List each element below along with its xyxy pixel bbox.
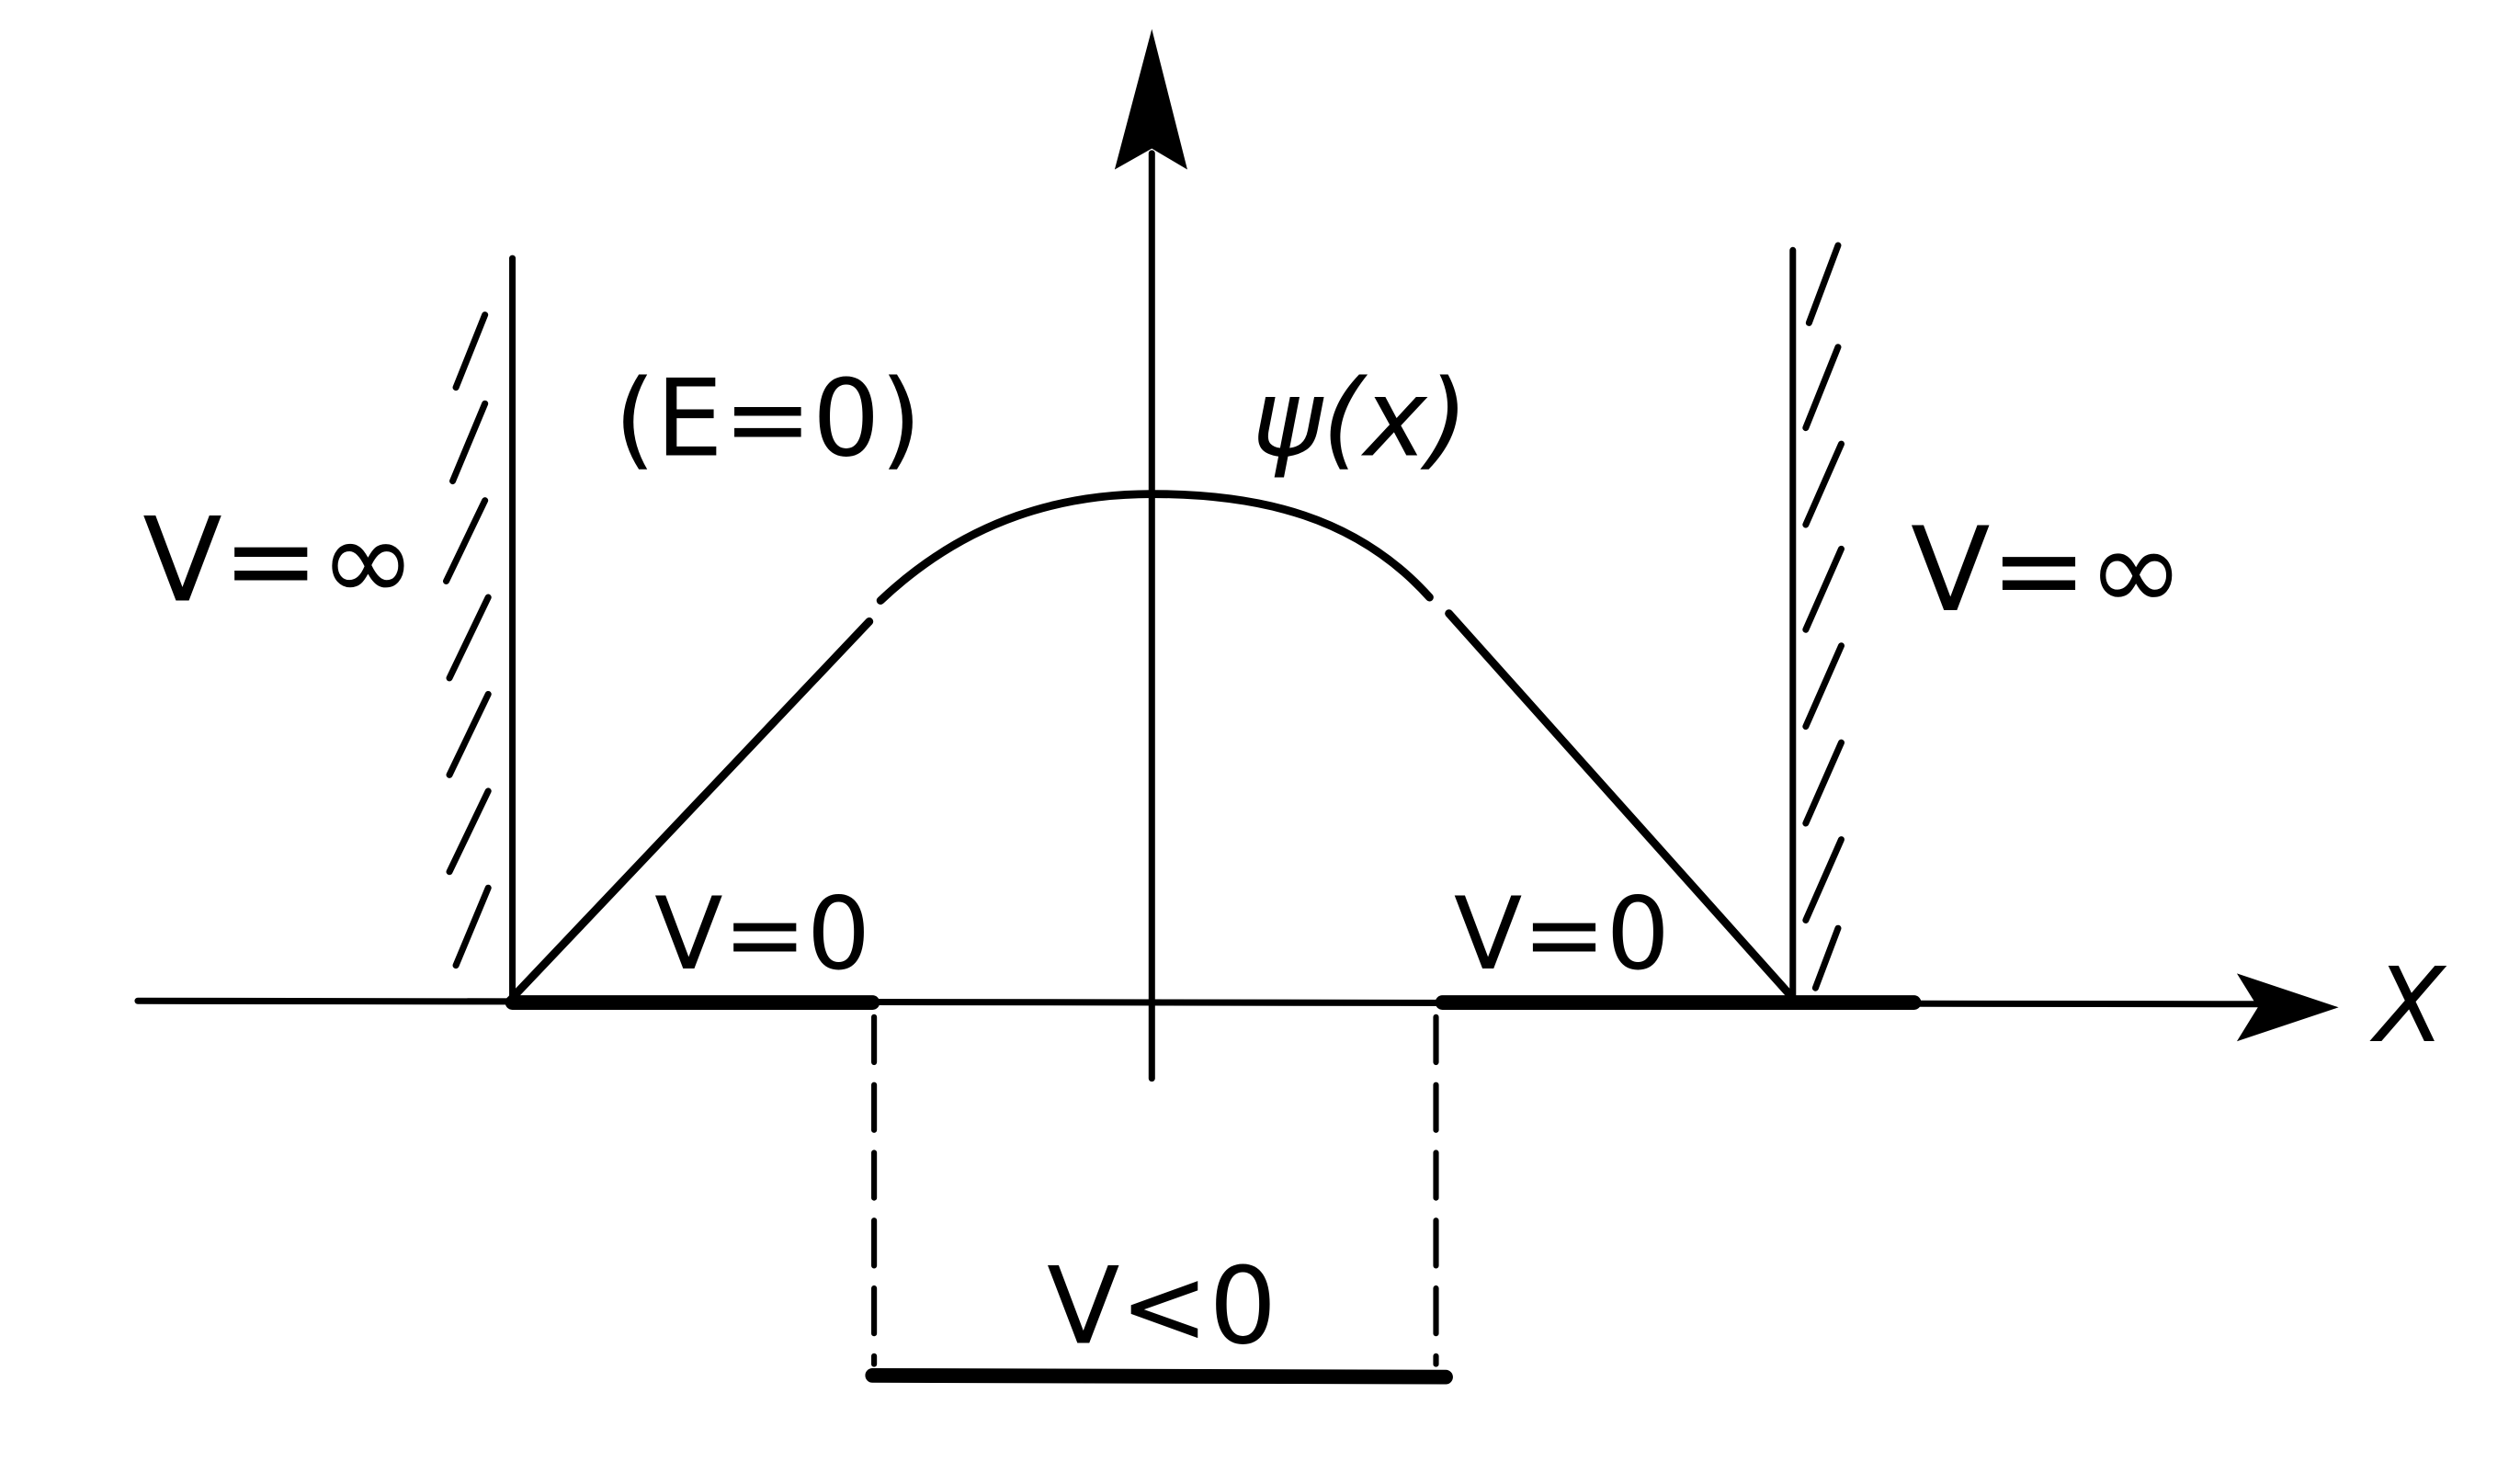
wavefunction-curve — [508, 490, 1794, 1002]
right-potential-label: V=∞ — [1911, 503, 2185, 638]
y-axis-arrowhead-icon — [1114, 28, 1187, 170]
right-flat-label: V=0 — [1454, 876, 1670, 992]
x-axis-arrowhead-icon — [2236, 973, 2339, 1042]
well-label: V<0 — [1047, 1245, 1277, 1369]
wavefunction-label: ψ(x) — [1252, 357, 1469, 481]
potential-profile — [505, 995, 1922, 1385]
x-axis-label: X — [2369, 946, 2447, 1066]
left-flat-label: V=0 — [654, 876, 870, 992]
right-wall — [1789, 242, 1845, 1004]
x-axis — [134, 973, 2339, 1042]
y-axis — [1114, 28, 1187, 1082]
left-potential-label: V=∞ — [142, 493, 416, 629]
energy-label: (E=0) — [614, 357, 922, 481]
left-wall — [443, 255, 516, 1004]
